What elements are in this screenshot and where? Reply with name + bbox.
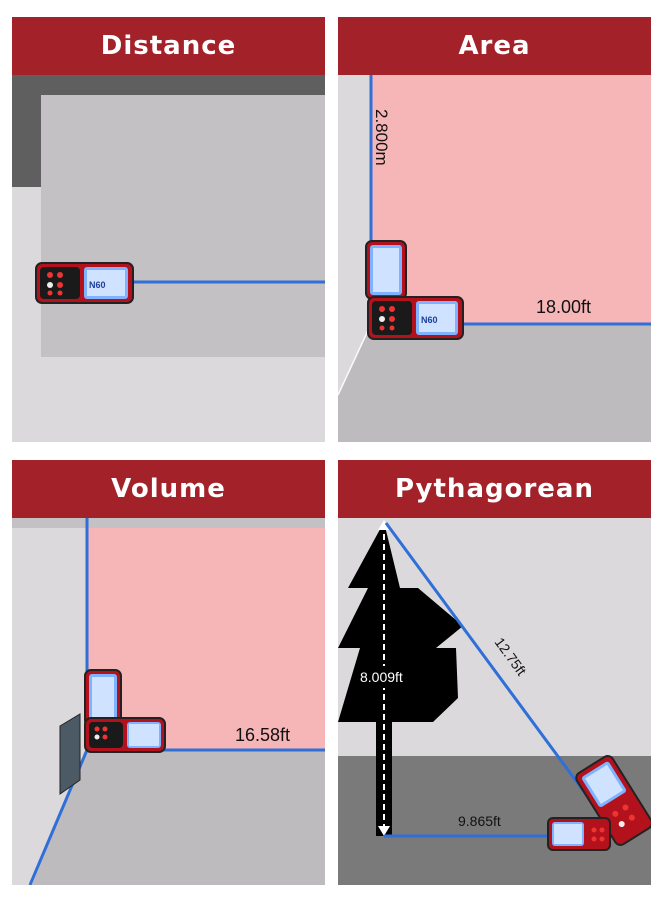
- area-scene: 2.800m 18.00ft N60: [338, 75, 651, 442]
- height-measurement-label: 2.800m: [372, 109, 391, 166]
- laser-meter-device-vertical: [84, 669, 122, 727]
- width-measurement-label: 18.00ft: [536, 297, 591, 317]
- laser-meter-device: N60: [35, 262, 134, 304]
- base-measurement-label: 9.865ft: [458, 813, 501, 829]
- device-model-label: N60: [89, 280, 106, 290]
- laser-meter-device: [84, 717, 166, 753]
- device-model-label: N60: [421, 315, 438, 325]
- pythagorean-panel: Pythagorean 8.009ft 12.75ft 9.865ft: [338, 460, 651, 885]
- area-panel: Area 2.800m 18.00ft: [338, 17, 651, 442]
- panel-title: Pythagorean: [338, 460, 651, 518]
- distance-scene: N60: [12, 75, 325, 442]
- height-measurement-label: 8.009ft: [360, 669, 403, 685]
- laser-meter-device: N60: [367, 296, 464, 340]
- width-measurement-label: 16.58ft: [235, 725, 290, 745]
- laser-meter-device-vertical: [365, 240, 407, 300]
- panel-title: Volume: [12, 460, 325, 518]
- laser-meter-device: [547, 817, 611, 851]
- laser-meter-device-angled: [575, 755, 651, 846]
- volume-panel: Volume 16.58ft: [12, 460, 325, 885]
- hypotenuse-laser-line: [384, 522, 598, 809]
- volume-scene: 16.58ft: [12, 518, 325, 885]
- distance-panel: Distance N60: [12, 17, 325, 442]
- panel-title: Area: [338, 17, 651, 75]
- pythagorean-scene: 8.009ft 12.75ft 9.865ft: [338, 518, 651, 885]
- panel-title: Distance: [12, 17, 325, 75]
